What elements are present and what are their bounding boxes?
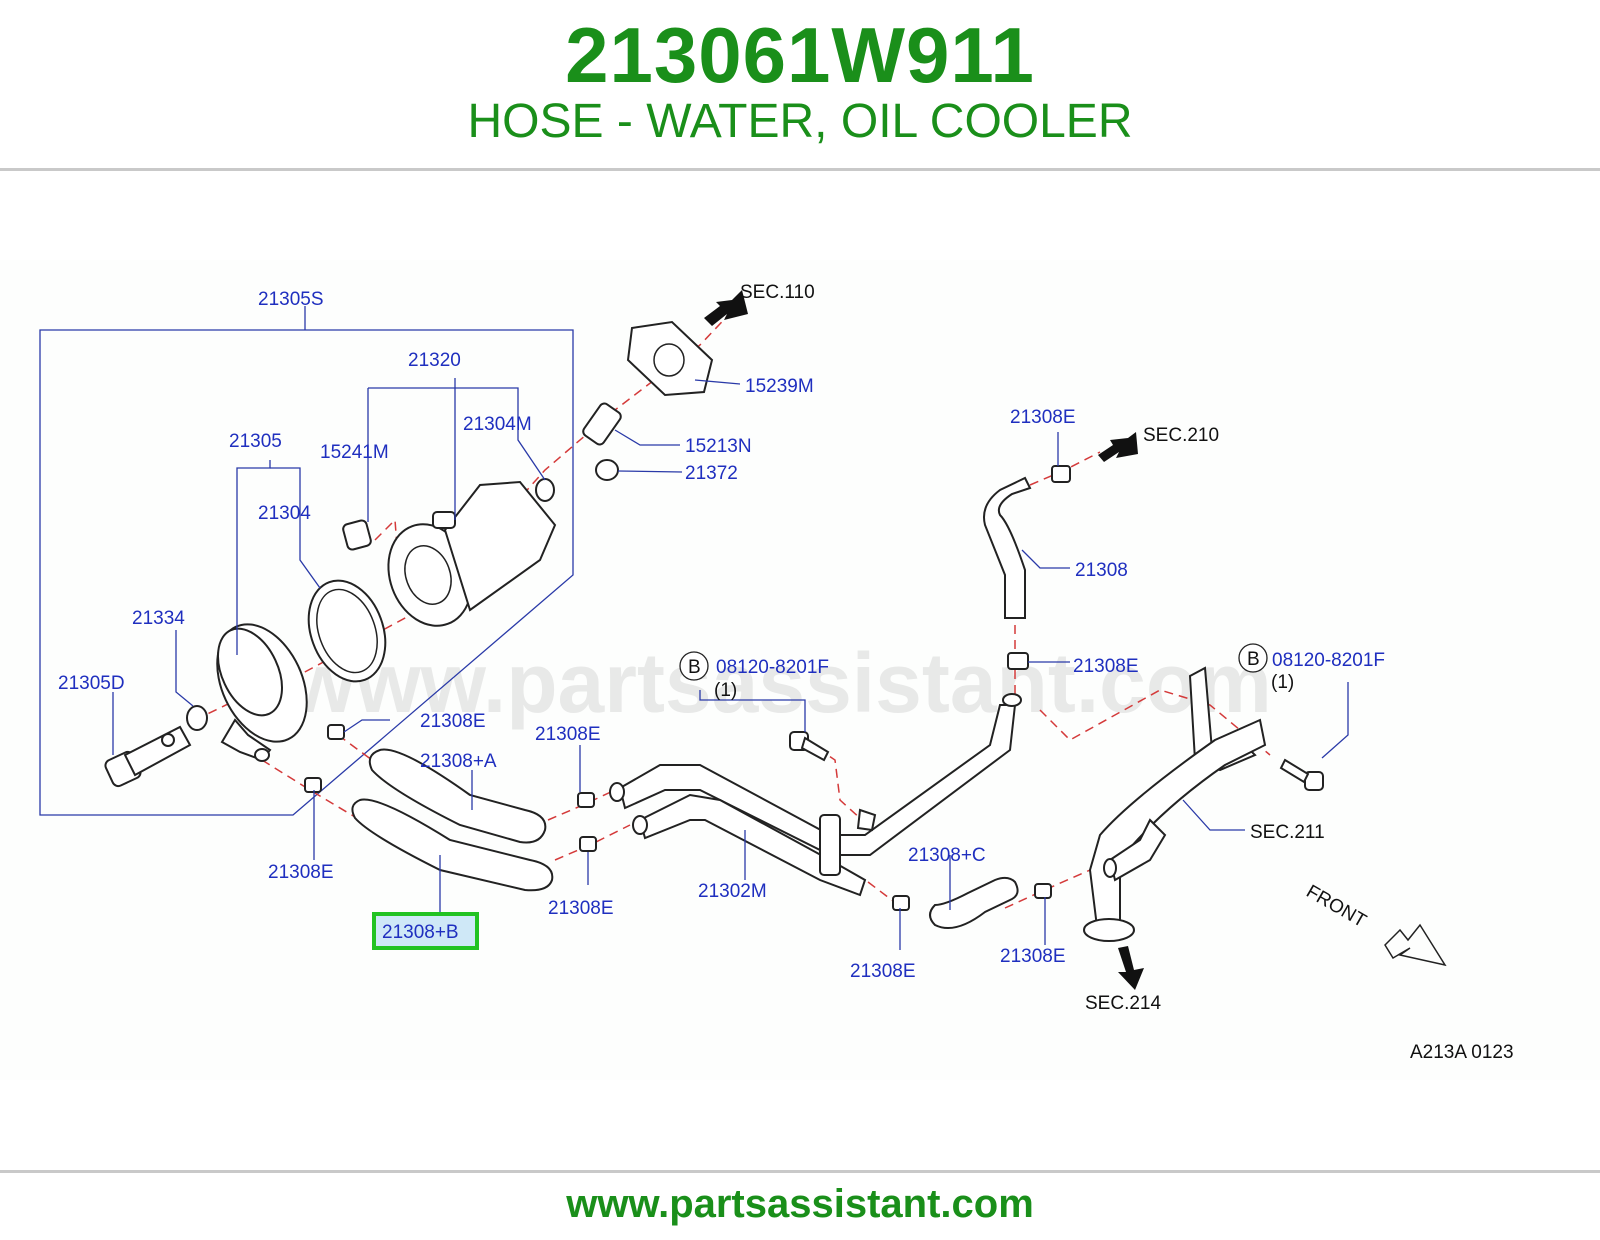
hose-21308A [368, 748, 547, 844]
label-sec214: SEC.214 [1085, 993, 1161, 1014]
bracket-21305S [39, 329, 574, 816]
label-sec110: SEC.110 [740, 282, 815, 303]
header-divider [0, 168, 1600, 171]
label-21305S: 21305S [258, 289, 324, 310]
label-21308E-c: 21308E [268, 862, 334, 883]
label-21302M: 21302M [698, 881, 767, 902]
cap-21372 [595, 459, 619, 481]
part-number-title: 213061W911 [565, 11, 1035, 99]
arrow-sec110 [704, 290, 748, 326]
label-21308E-a: 21308E [420, 711, 486, 732]
highlight-21308B [372, 912, 479, 950]
arrow-sec214 [1118, 946, 1144, 990]
hose-21308C [929, 876, 1019, 929]
o-ring-21304M [535, 478, 555, 502]
label-21308C: 21308+C [908, 845, 986, 866]
label-21304: 21304 [258, 503, 311, 524]
watermark: www.partsassistant.com [289, 636, 1272, 730]
parts-diagram: www.partsassistant.com [0, 260, 1600, 1080]
label-08120-right: 08120-8201F [1272, 650, 1385, 671]
b-right: B [1247, 649, 1260, 670]
housing-21320 [387, 480, 557, 627]
diagram-code: A213A 0123 [1410, 1042, 1514, 1063]
b-left: B [688, 657, 701, 678]
bolt-08120-left [789, 731, 830, 762]
label-21308E-e: 21308E [850, 961, 916, 982]
footer-url[interactable]: www.partsassistant.com [566, 1182, 1034, 1226]
header: 213061W911 HOSE - WATER, OIL COOLER [0, 0, 1600, 168]
oil-cooler-21305 [216, 623, 308, 762]
label-21305: 21305 [229, 431, 282, 452]
label-21372: 21372 [685, 463, 738, 484]
qty-left: (1) [714, 680, 737, 701]
label-sec210: SEC.210 [1143, 425, 1219, 446]
label-21308B: 21308+B [382, 922, 459, 943]
bolt-21305D [104, 725, 192, 788]
leader-lines [112, 378, 1349, 950]
label-15239M: 15239M [745, 376, 814, 397]
gasket-15239M [626, 320, 714, 397]
hose-21308B [351, 798, 554, 892]
gasket-21304 [307, 579, 387, 683]
label-21308E-top: 21308E [1010, 407, 1076, 428]
b-marker-left [679, 651, 709, 681]
o-ring-21334 [186, 705, 208, 731]
label-15241M: 15241M [320, 442, 389, 463]
pipe-sec211 [1083, 666, 1267, 942]
bolt-08120-right [1279, 758, 1324, 791]
arrow-sec210 [1098, 432, 1138, 462]
diagram-svg: www.partsassistant.com [39, 282, 1514, 1063]
label-21308E-d: 21308E [548, 898, 614, 919]
label-sec211: SEC.211 [1250, 822, 1325, 843]
label-front: FRONT [1303, 881, 1371, 932]
clamps-21308E [304, 465, 1071, 911]
qty-right: (1) [1271, 672, 1294, 693]
front-arrow [1384, 923, 1447, 967]
label-21320: 21320 [408, 350, 461, 371]
label-15213N: 15213N [685, 436, 752, 457]
footer-divider [0, 1170, 1600, 1173]
part-description: HOSE - WATER, OIL COOLER [467, 95, 1133, 148]
label-21304M: 21304M [463, 414, 532, 435]
hose-21308 [983, 476, 1032, 619]
label-21308E-f: 21308E [1000, 946, 1066, 967]
plug-15241M [342, 519, 372, 551]
pipe-21302M [609, 693, 1022, 897]
label-21308: 21308 [1075, 560, 1128, 581]
label-21308E-mid: 21308E [1073, 656, 1139, 677]
label-21308A: 21308+A [420, 751, 497, 772]
label-21305D: 21305D [58, 673, 125, 694]
label-08120-left: 08120-8201F [716, 657, 829, 678]
label-21334: 21334 [132, 608, 185, 629]
b-marker-right [1238, 643, 1268, 673]
label-21308E-b: 21308E [535, 724, 601, 745]
connector-15213N [582, 402, 622, 446]
